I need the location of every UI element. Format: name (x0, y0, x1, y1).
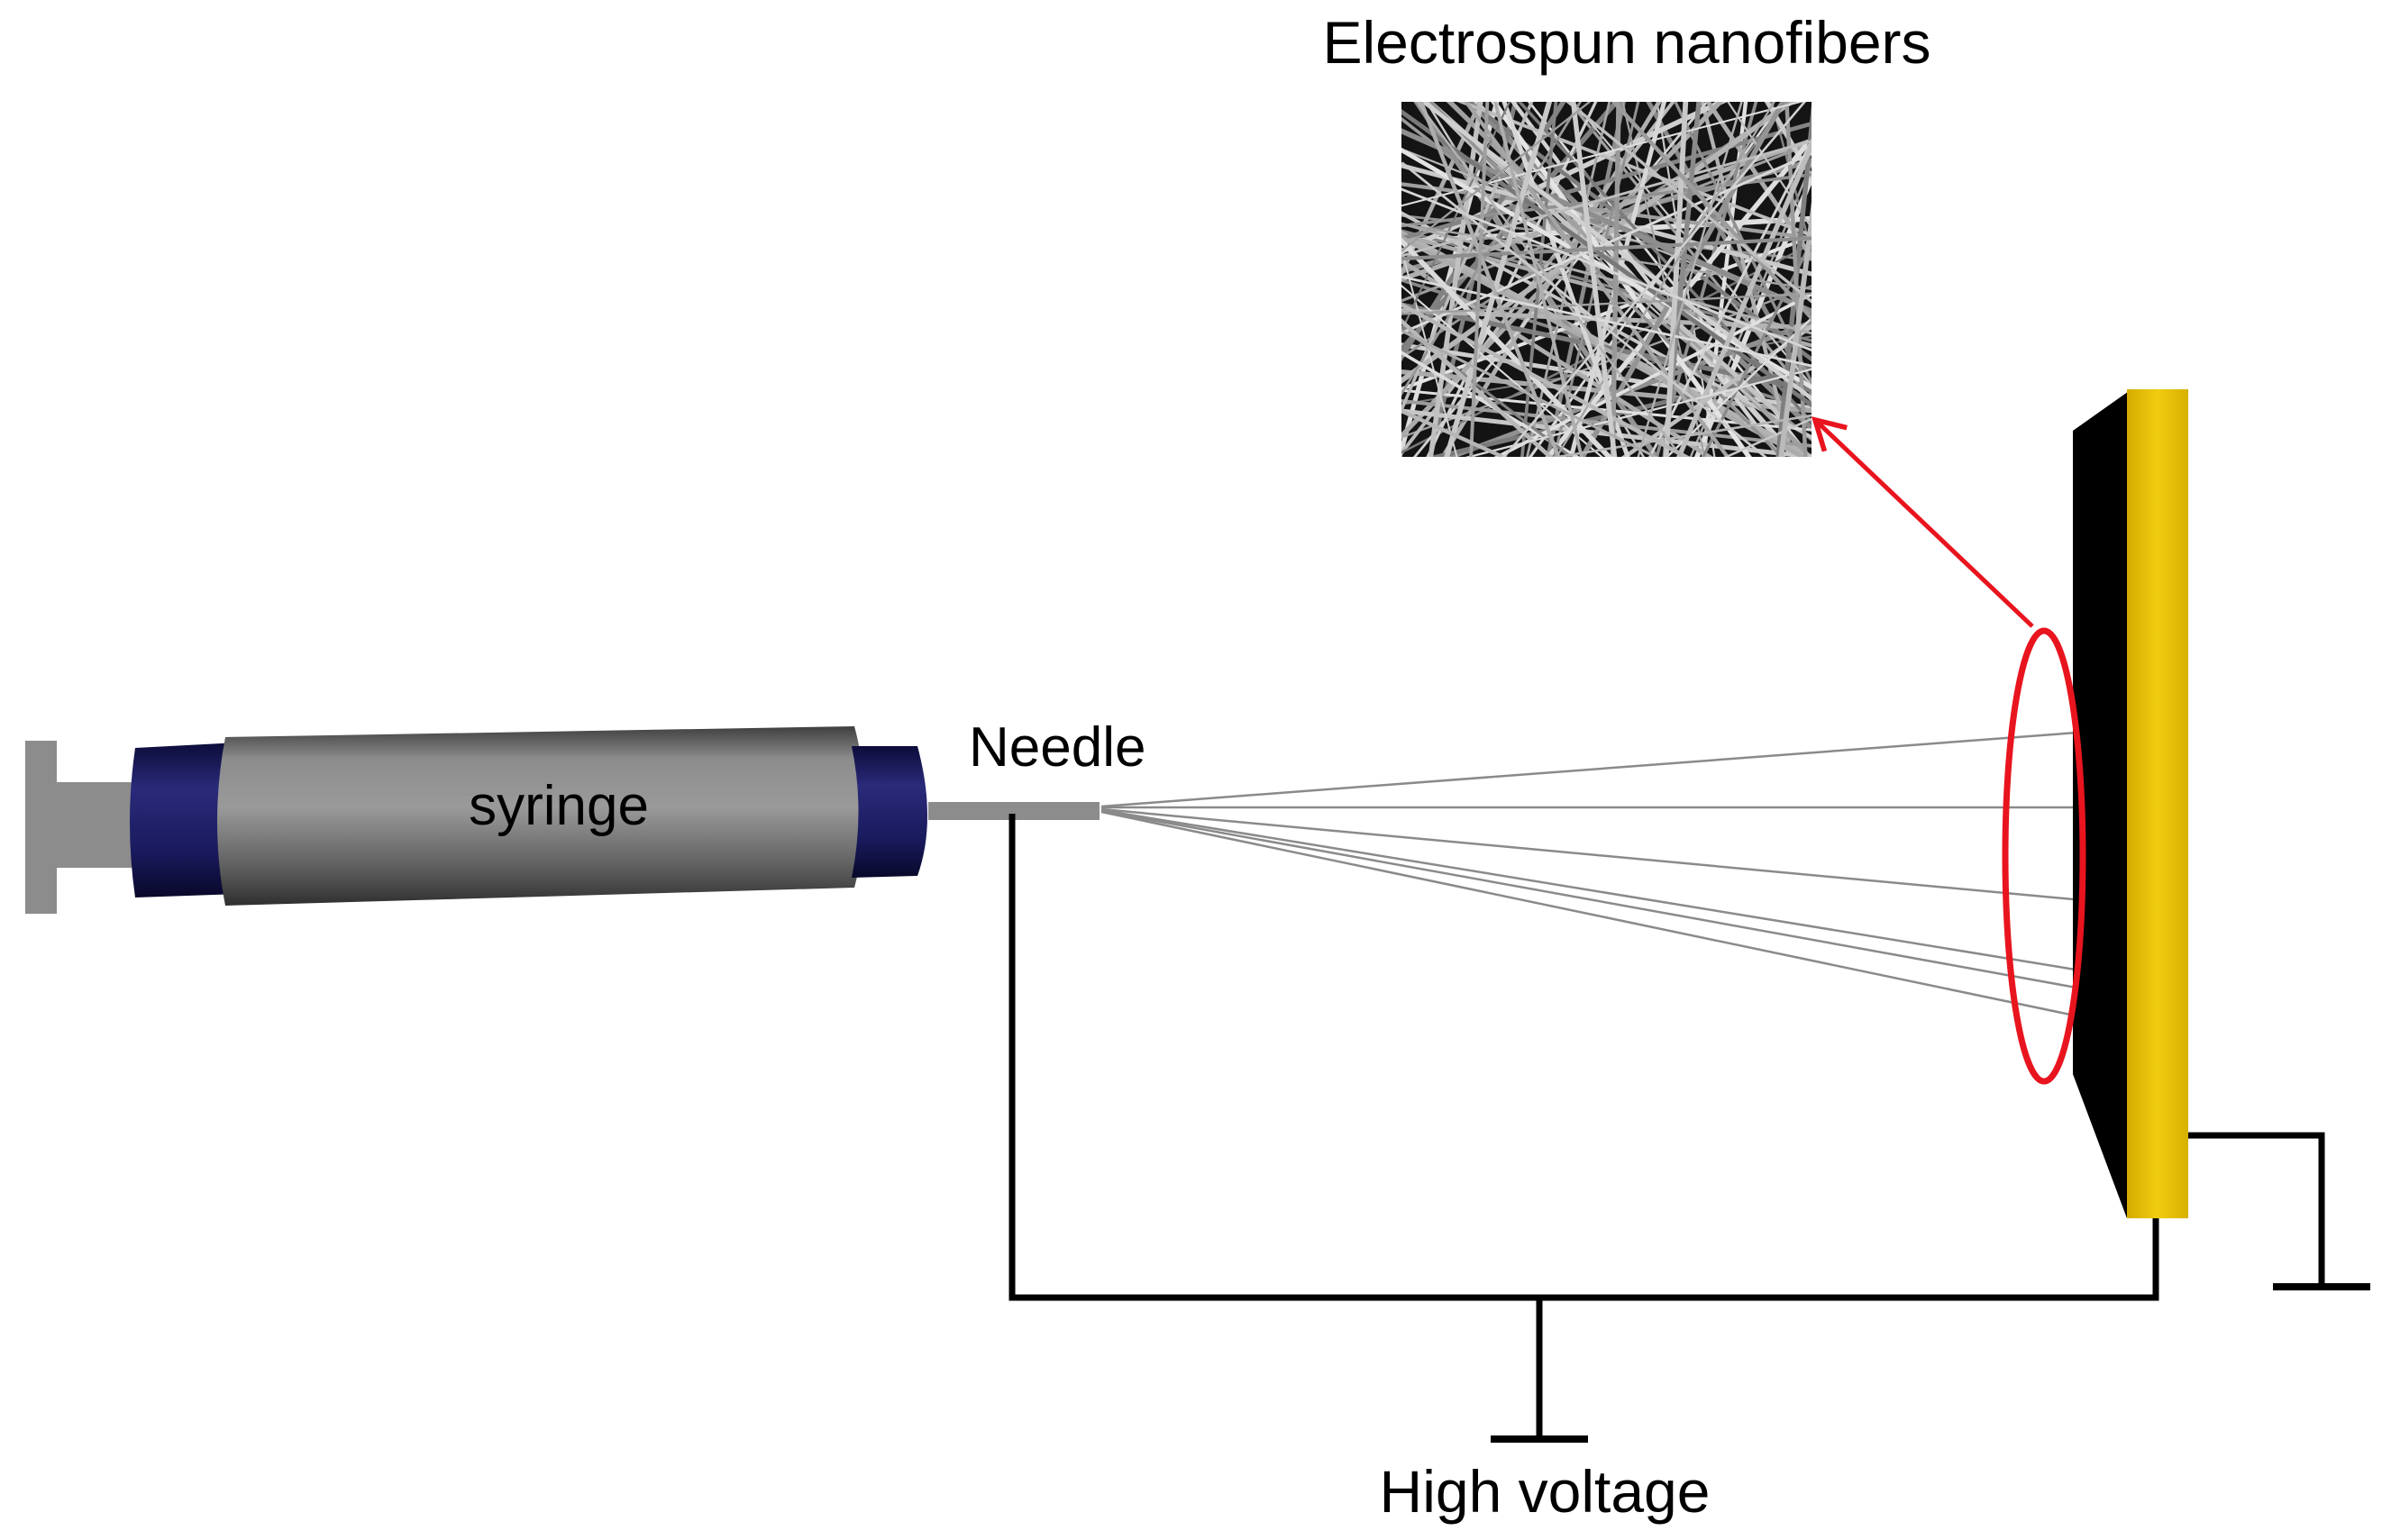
nanofiber-strand (1440, 102, 1662, 457)
nanofiber-strand (1621, 102, 1706, 457)
nanofiber-strand (1565, 102, 1812, 304)
nanofiber-strand (1570, 102, 1618, 457)
nanofiber-strand (1401, 388, 1812, 432)
needle-label: Needle (969, 716, 1145, 779)
nanofiber-strand (1401, 302, 1812, 393)
nanofiber-strand (1401, 187, 1812, 351)
nanofiber-strand (1401, 230, 1812, 457)
nanofiber-strand (1502, 102, 1807, 457)
zoom-arrow (1811, 416, 2034, 628)
nanofiber-strand (1401, 351, 1581, 457)
nanofiber-strand (1401, 163, 1812, 277)
fiber-jets (1100, 730, 2095, 1018)
nanofiber-strand (1611, 102, 1812, 322)
high-voltage-label: High voltage (1380, 1458, 1711, 1525)
nanofiber-strand (1419, 102, 1812, 402)
nanofiber-strand (1401, 102, 1728, 255)
nanofibers-title: Electrospun nanofibers (1322, 9, 1930, 76)
barrel-end-cap-right (852, 746, 927, 878)
nanofiber-strand (1610, 102, 1621, 457)
nanofiber-strand (1784, 102, 1808, 457)
nanofiber-strand (1705, 102, 1812, 261)
nanofiber-strand (1444, 102, 1553, 457)
nanofiber-strand (1428, 102, 1483, 457)
nanofiber-strand (1401, 223, 1812, 290)
nanofiber-strand (1401, 245, 1458, 457)
nanofiber-strand (1425, 102, 1646, 457)
nanofiber-strand (1775, 104, 1812, 457)
nanofiber-strand (1401, 236, 1812, 261)
nanofiber-strand (1553, 102, 1640, 457)
nanofiber-strand (1637, 102, 1743, 457)
syringe-barrel (217, 726, 865, 906)
nanofiber-strand (1401, 408, 1508, 457)
deposition-highlight (2002, 627, 2086, 1085)
nanofiber-strand (1491, 102, 1752, 457)
barrel-end-cap-left (130, 743, 247, 898)
nanofiber-strand (1419, 102, 1561, 457)
nanofiber-strand (1526, 102, 1611, 457)
nanofiber-strand (1464, 102, 1730, 457)
nanofiber-strand (1778, 201, 1812, 457)
nanofiber-strand (1555, 102, 1776, 457)
nanofiber-strand (1648, 138, 1812, 457)
nanofiber-strand (1662, 102, 1702, 457)
syringe: syringe (25, 726, 927, 914)
collector-deposit-layer (2073, 389, 2131, 1218)
nanofiber-strand (1723, 417, 1812, 457)
nanofiber-strand (1401, 172, 1812, 228)
nanofiber-strand (1493, 102, 1583, 457)
nanofiber-micrograph (1401, 102, 1812, 457)
collector-plate (2127, 389, 2188, 1218)
nanofiber-strand (1401, 275, 1812, 368)
syringe-label: syringe (469, 775, 649, 837)
nanofiber-strand (1501, 102, 1630, 457)
plunger-flange (25, 741, 57, 914)
nanofiber-strand (1646, 102, 1812, 398)
nanofiber-strand (1401, 284, 1603, 457)
needle (928, 802, 1100, 820)
plunger-rod (56, 782, 137, 868)
nanofiber-strand (1401, 161, 1767, 457)
circuit-wires (1008, 814, 2325, 1439)
nanofiber-strand (1401, 329, 1659, 457)
nanofiber-strand (1401, 318, 1554, 457)
nanofiber-strand (1401, 102, 1511, 333)
nanofiber-strand (1666, 316, 1812, 457)
nanofiber-strand (1520, 102, 1558, 457)
nanofiber-strand (1401, 151, 1812, 335)
nanofiber-strand (1401, 102, 1592, 253)
nanofiber-strand (1401, 237, 1613, 457)
nanofiber-strand (1675, 139, 1812, 457)
nanofiber-strand (1401, 408, 1812, 457)
collector (2073, 389, 2188, 1218)
nanofiber-strand (1401, 302, 1691, 457)
